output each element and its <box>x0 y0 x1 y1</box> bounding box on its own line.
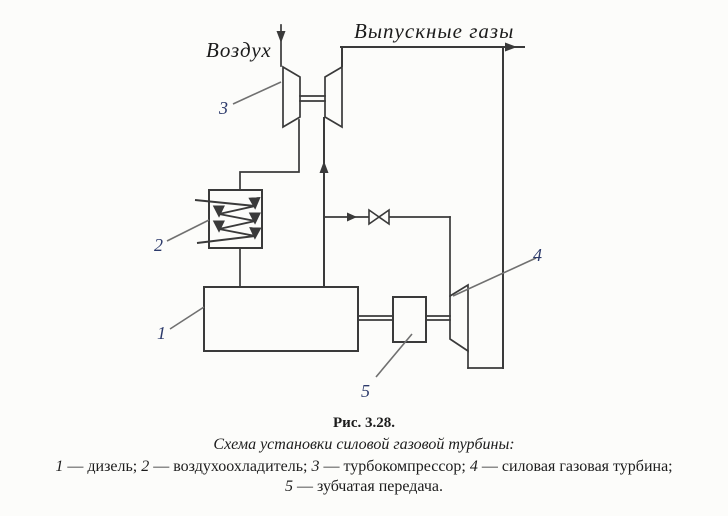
legend-num-1: 1 <box>55 458 64 475</box>
legend-num-5: 5 <box>285 478 293 495</box>
leader-line-3 <box>232 81 282 105</box>
charge-air-pipe <box>239 119 300 288</box>
exhaust-right-arrow-icon <box>505 42 517 52</box>
power-turbine <box>449 46 504 369</box>
air-cooler <box>194 189 263 249</box>
callouts: 3 2 1 5 4 <box>154 81 542 401</box>
legend-desc-1: — дизель; <box>63 458 142 475</box>
leader-line-4 <box>452 257 537 297</box>
leader-line-2 <box>166 219 210 242</box>
figure-title: Схема установки силовой газовой турбины: <box>213 436 515 453</box>
part-number-3: 3 <box>218 98 228 118</box>
leader-line-1 <box>169 306 205 330</box>
legend-num-2: 2 <box>141 458 150 475</box>
air-label: Воздух <box>206 38 272 62</box>
legend-desc-5: — зубчатая передача. <box>293 478 443 495</box>
part-number-5: 5 <box>361 381 370 401</box>
compressor-to-cooler-pipe <box>239 119 300 191</box>
exhaust-up-arrow-icon <box>319 161 329 173</box>
bypass-branch-pipe <box>323 208 451 297</box>
legend-num-4: 4 <box>469 458 478 475</box>
legend-desc-2: — воздухоохладитель; <box>149 458 312 475</box>
legend-num-3: 3 <box>311 458 320 475</box>
leader-line-5 <box>375 333 413 378</box>
air-down-arrow-icon <box>276 31 286 43</box>
exhaust-gases-label: Выпускные газы <box>354 19 514 43</box>
valve-right-triangle-icon <box>377 208 390 226</box>
air-inlet-pipe <box>276 24 286 67</box>
turbocharger-turbine-wheel <box>324 65 343 129</box>
power-turbine-wheel <box>449 283 469 353</box>
air-cooler-box <box>208 189 263 249</box>
diesel-engine-box <box>203 286 359 352</box>
turbocharger <box>282 65 343 129</box>
legend-desc-3: — турбокомпрессор; <box>319 458 470 475</box>
cooler-coil-zigzag <box>194 197 262 244</box>
part-number-4: 4 <box>533 245 542 265</box>
turbine-schematic-diagram: Воздух Выпускные газы <box>154 19 542 401</box>
figure-legend-line-2: 5 — зубчатая передача. <box>0 478 728 496</box>
figure-number: Рис. 3.28. <box>333 415 395 431</box>
part-number-2: 2 <box>154 235 163 255</box>
figure-legend-line-1: 1 — дизель; 2 — воздухоохладитель; 3 — т… <box>0 458 728 476</box>
exhaust-header-pipe <box>340 42 525 67</box>
part-number-1: 1 <box>157 323 166 343</box>
compressor-wheel <box>282 65 301 129</box>
legend-desc-4: — силовая газовая турбина; <box>477 458 673 475</box>
engine-exhaust-riser <box>319 117 329 288</box>
drive-train <box>357 296 451 343</box>
branch-right-arrow-icon <box>347 212 357 222</box>
valve-left-triangle-icon <box>368 208 381 226</box>
gearbox-box <box>392 296 427 343</box>
